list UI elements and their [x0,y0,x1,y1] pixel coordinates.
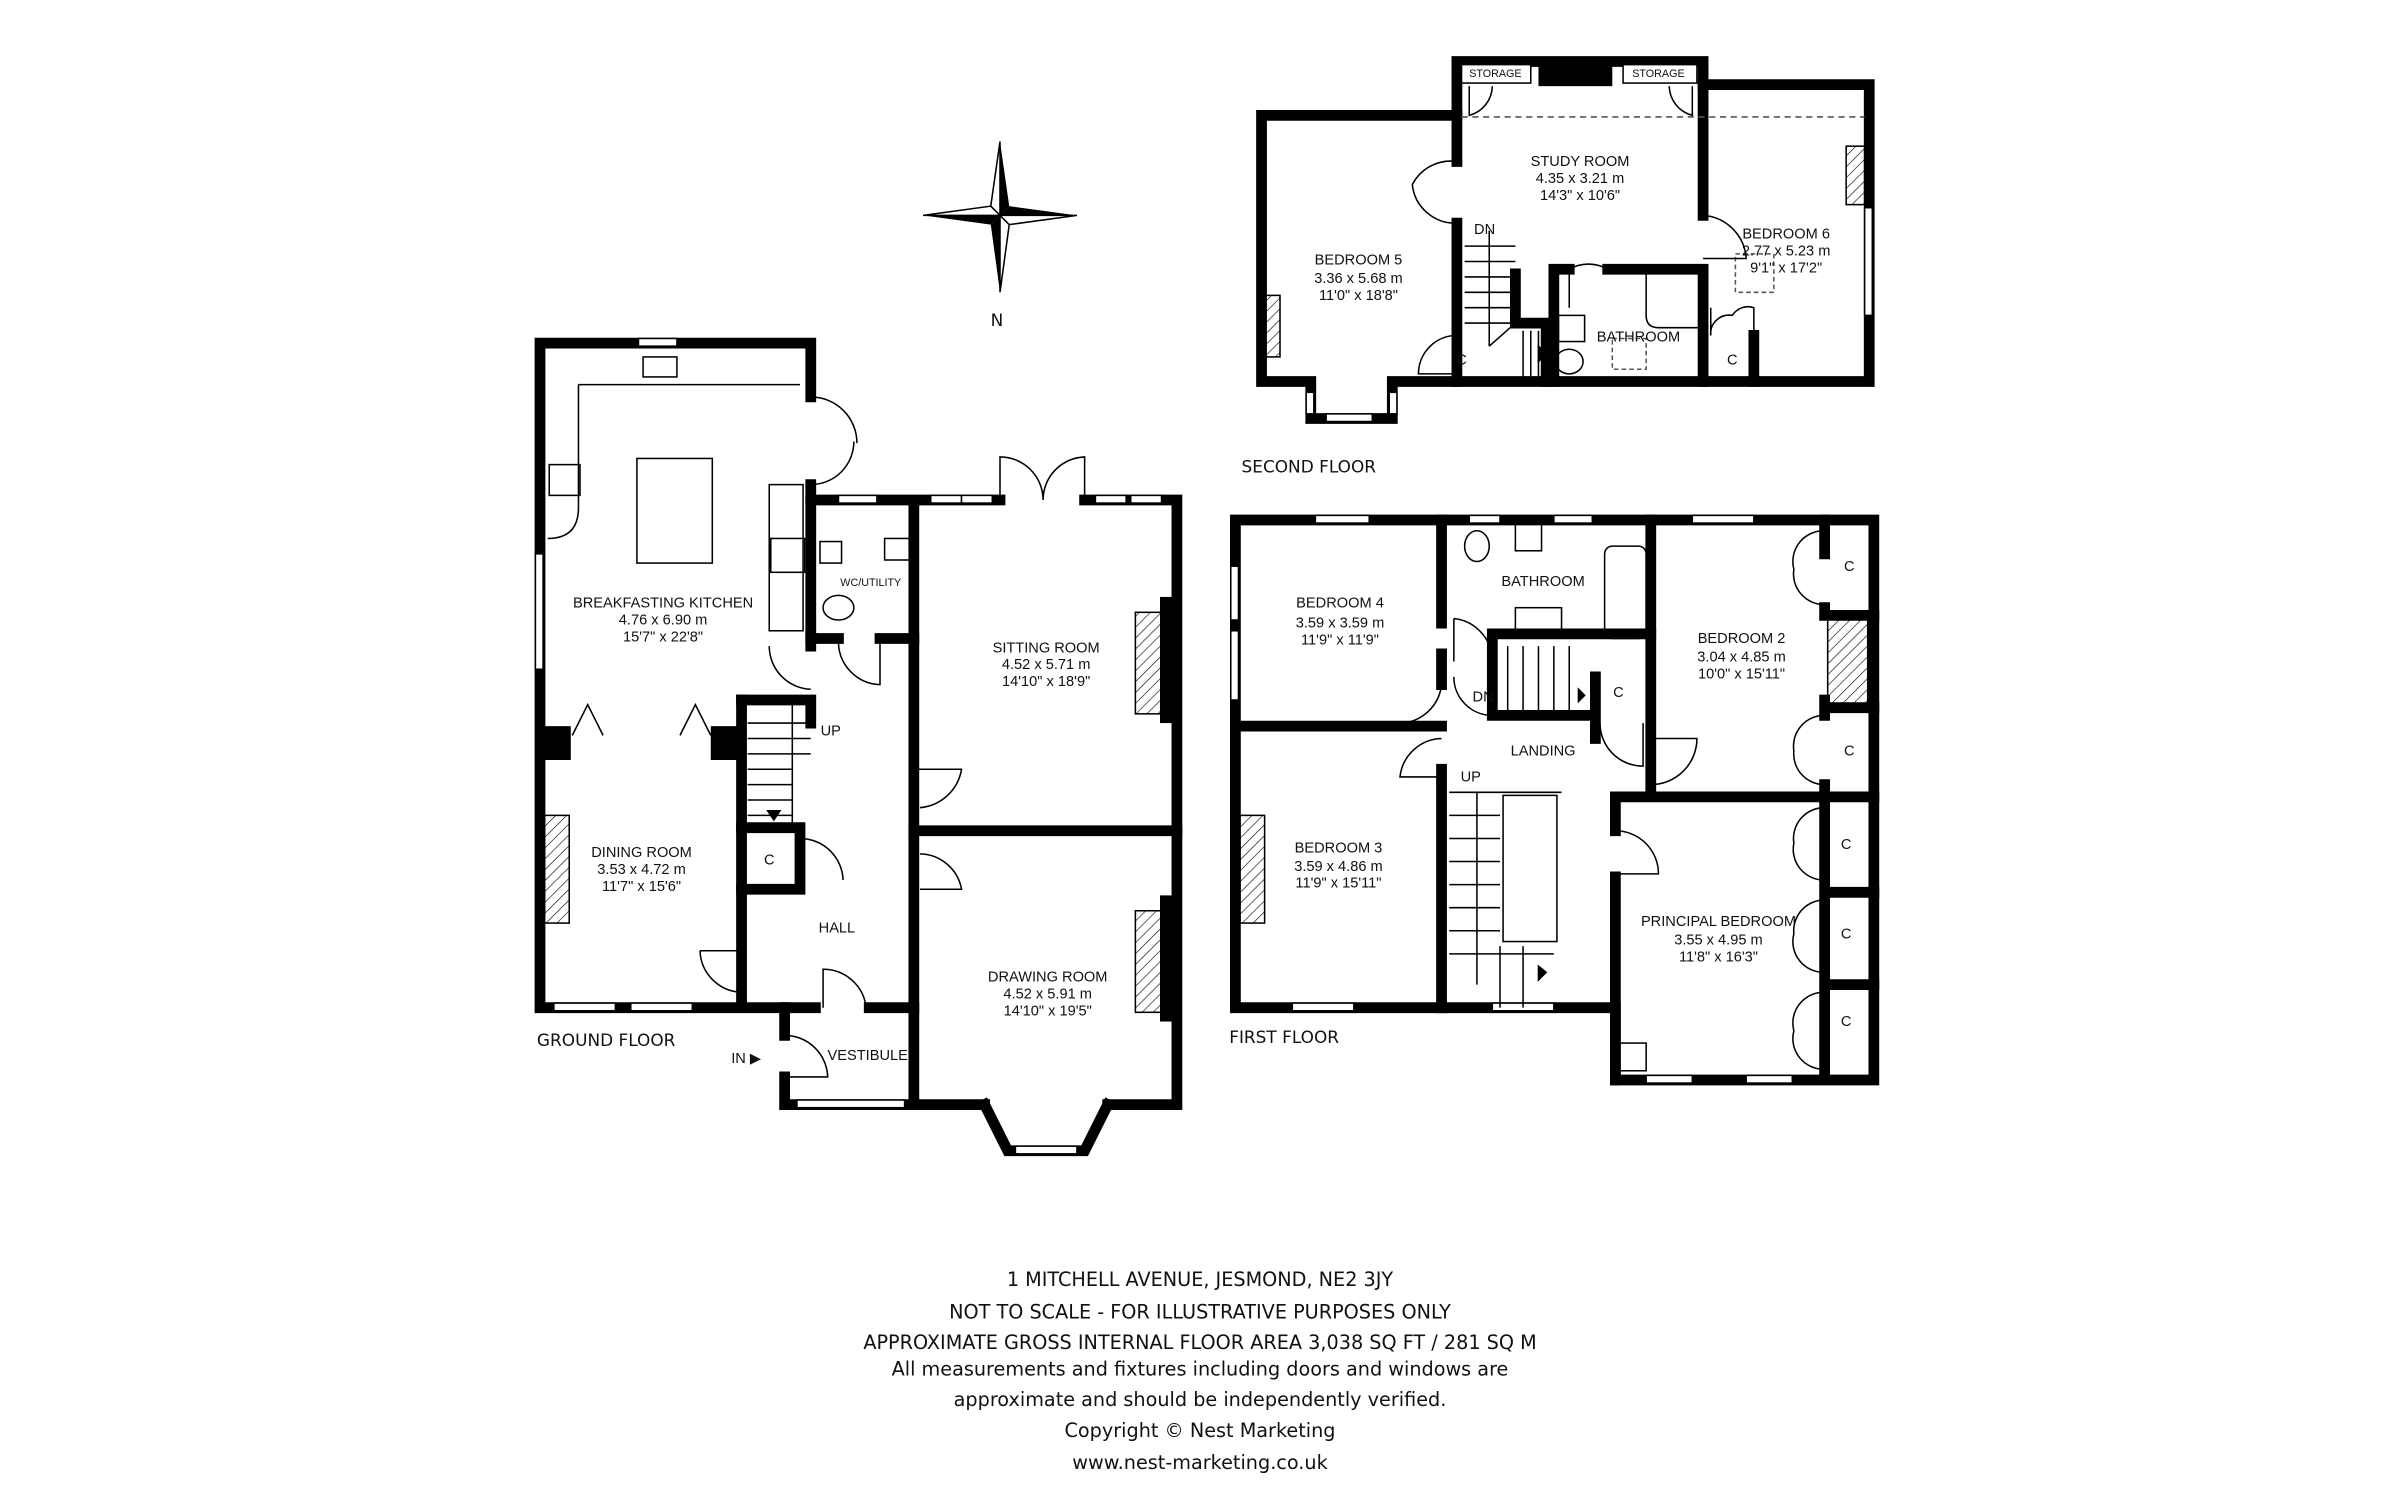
entrance-label: IN ▶ [731,1051,762,1067]
room-metric: 3.59 x 4.86 m [1294,859,1383,875]
stairs-up-label: UP [821,723,841,739]
room-metric: 4.76 x 6.90 m [619,613,708,629]
room-metric: 3.04 x 4.85 m [1697,650,1786,666]
room-imperial: 14'3" x 10'6" [1540,188,1620,204]
closet-label: C [1727,353,1738,369]
room-name: WC/UTILITY [840,577,901,589]
footer-info: 1 MITCHELL AVENUE, JESMOND, NE2 3JY NOT … [863,1268,1536,1474]
closet-label: C [1841,926,1852,942]
room-imperial: 11'9" x 15'11" [1295,876,1381,892]
room-imperial: 14'10" x 18'9" [1002,674,1090,690]
compass-north-label: N [991,310,1004,330]
room-name: BEDROOM 3 [1295,840,1383,856]
room-metric: 3.59 x 3.59 m [1296,616,1385,632]
room-imperial: 11'0" x 18'8" [1319,288,1398,304]
room-metric: 3.55 x 4.95 m [1674,933,1763,949]
room-name: VESTIBULE [827,1048,908,1064]
room-name: BATHROOM [1501,574,1584,590]
room-name: STUDY ROOM [1531,154,1630,170]
room-name: BEDROOM 2 [1698,631,1786,647]
second-floor-plan [1256,56,1875,424]
storage-label: STORAGE [1469,68,1521,80]
room-imperial: 11'9" x 11'9" [1301,633,1379,649]
disclaimer-line-1: All measurements and fixtures including … [892,1357,1509,1380]
address: 1 MITCHELL AVENUE, JESMOND, NE2 3JY [1007,1268,1394,1291]
closet-label: C [1841,1014,1852,1030]
ground-floor-labels: BREAKFASTING KITCHEN 4.76 x 6.90 m 15'7"… [537,577,1108,1067]
room-metric: 3.53 x 4.72 m [597,862,686,878]
room-name: PRINCIPAL BEDROOM [1641,914,1796,930]
room-name: DRAWING ROOM [988,970,1108,986]
room-metric: 4.52 x 5.71 m [1002,657,1091,673]
floor-label: SECOND FLOOR [1242,456,1377,476]
room-name: BEDROOM 4 [1296,596,1384,612]
closet-label: C [1613,685,1624,701]
room-name: BEDROOM 6 [1742,226,1830,242]
room-imperial: 11'8" x 16'3" [1679,950,1758,966]
room-imperial: 11'7" x 15'6" [602,879,681,895]
room-metric: 3.36 x 5.68 m [1314,271,1403,287]
stairs-up-label: UP [1461,770,1481,786]
room-name: LANDING [1511,743,1576,759]
room-name: BATHROOM [1597,330,1680,346]
room-imperial: 10'0" x 15'11" [1698,666,1785,682]
stairs-down-label: DN [1473,690,1494,706]
room-imperial: 9'1" x 17'2" [1750,260,1822,276]
room-name: HALL [819,920,856,936]
floor-area: APPROXIMATE GROSS INTERNAL FLOOR AREA 3,… [863,1331,1536,1354]
first-floor-plan [1230,514,1880,1086]
closet-label: C [1844,559,1855,575]
room-metric: 4.35 x 3.21 m [1536,171,1625,187]
second-floor-labels: BEDROOM 5 3.36 x 5.68 m 11'0" x 18'8" ST… [1242,68,1831,476]
website-link[interactable]: www.nest-marketing.co.uk [1072,1451,1328,1474]
closet-label: C [1456,353,1467,369]
compass-rose-icon [922,141,1078,293]
stairs-down-label: DN [1474,222,1495,238]
room-imperial: 14'10" x 19'5" [1004,1003,1092,1019]
disclaimer-line-2: approximate and should be independently … [954,1388,1447,1411]
room-name: DINING ROOM [591,845,692,861]
closet-label: C [764,853,775,869]
room-imperial: 15'7" x 22'8" [623,630,703,646]
closet-label: C [1844,743,1855,759]
room-metric: 4.52 x 5.91 m [1003,986,1092,1002]
room-metric: 2.77 x 5.23 m [1742,243,1831,259]
floor-label: FIRST FLOOR [1229,1027,1339,1047]
room-name: SITTING ROOM [993,640,1100,656]
ground-floor-plan [534,337,1183,1157]
room-name: BEDROOM 5 [1315,253,1403,269]
copyright: Copyright © Nest Marketing [1065,1419,1336,1442]
storage-label: STORAGE [1632,68,1684,80]
scale-note: NOT TO SCALE - FOR ILLUSTRATIVE PURPOSES… [949,1300,1451,1323]
first-floor-labels: BEDROOM 4 3.59 x 3.59 m 11'9" x 11'9" BA… [1229,559,1854,1047]
floor-label: GROUND FLOOR [537,1030,676,1050]
room-name: BREAKFASTING KITCHEN [573,596,753,612]
closet-label: C [1841,837,1852,853]
